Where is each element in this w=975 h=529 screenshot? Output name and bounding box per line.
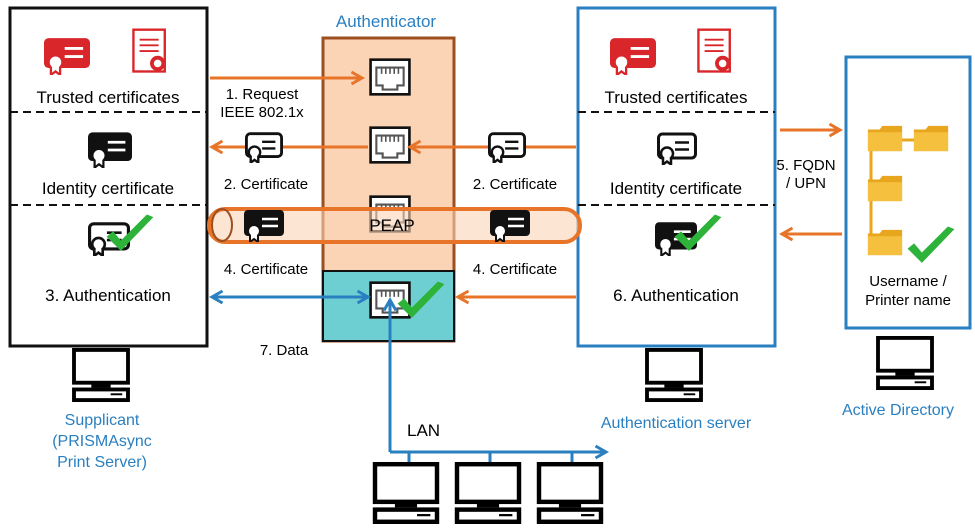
request-label-1: 1. Request xyxy=(226,86,299,103)
computer-icon xyxy=(539,464,601,522)
authenticator-title: Authenticator xyxy=(336,12,437,31)
cert-right-label: 2. Certificate xyxy=(473,176,557,193)
computer-icon xyxy=(645,348,703,402)
peap-label: PEAP xyxy=(369,216,414,235)
ethernet-port-icon xyxy=(369,126,411,164)
supplicant-box xyxy=(8,6,209,348)
computer-icon xyxy=(375,464,437,522)
request-label-2: IEEE 802.1x xyxy=(220,104,304,121)
folder-icon xyxy=(867,125,903,152)
fqdn-label-2: / UPN xyxy=(786,175,826,192)
computer-icon xyxy=(457,464,519,522)
fqdn-label-1: 5. FQDN xyxy=(776,157,835,174)
folder-icon xyxy=(913,125,949,152)
active-directory-box xyxy=(844,55,972,330)
lan-label: LAN xyxy=(407,421,440,440)
computer-icon xyxy=(876,336,934,390)
supplicant-caption-3: Print Server) xyxy=(57,454,147,471)
cert4-left-label: 4. Certificate xyxy=(224,261,308,278)
certificate-icon xyxy=(488,132,526,163)
peap-tunnel xyxy=(207,207,582,244)
data-label: 7. Data xyxy=(260,342,309,359)
supplicant-trusted-label: Trusted certificates xyxy=(37,88,180,107)
supplicant-caption-2: (PRISMAsync xyxy=(52,433,152,450)
ad-user-label-1: Username / xyxy=(869,273,947,290)
diploma-icon xyxy=(132,28,167,73)
ethernet-port-icon xyxy=(369,58,411,96)
cert4-right-label: 4. Certificate xyxy=(473,261,557,278)
server-identity-label: Identity certificate xyxy=(610,179,742,198)
computer-icon xyxy=(72,348,130,402)
peap-tunnel-end xyxy=(211,208,233,242)
server-auth-label: 6. Authentication xyxy=(613,286,739,305)
cert-left-label: 2. Certificate xyxy=(224,176,308,193)
active-directory-caption: Active Directory xyxy=(842,402,954,419)
folder-icon xyxy=(867,229,903,256)
supplicant-auth-label: 3. Authentication xyxy=(45,286,171,305)
supplicant-caption-1: Supplicant xyxy=(65,412,140,429)
folder-icon xyxy=(867,175,903,202)
server-trusted-label: Trusted certificates xyxy=(605,88,748,107)
certificate-icon xyxy=(245,132,283,163)
auth-server-caption: Authentication server xyxy=(601,415,752,432)
ad-user-label-2: Printer name xyxy=(865,292,951,309)
supplicant-identity-label: Identity certificate xyxy=(42,179,174,198)
diploma-icon xyxy=(697,28,732,73)
